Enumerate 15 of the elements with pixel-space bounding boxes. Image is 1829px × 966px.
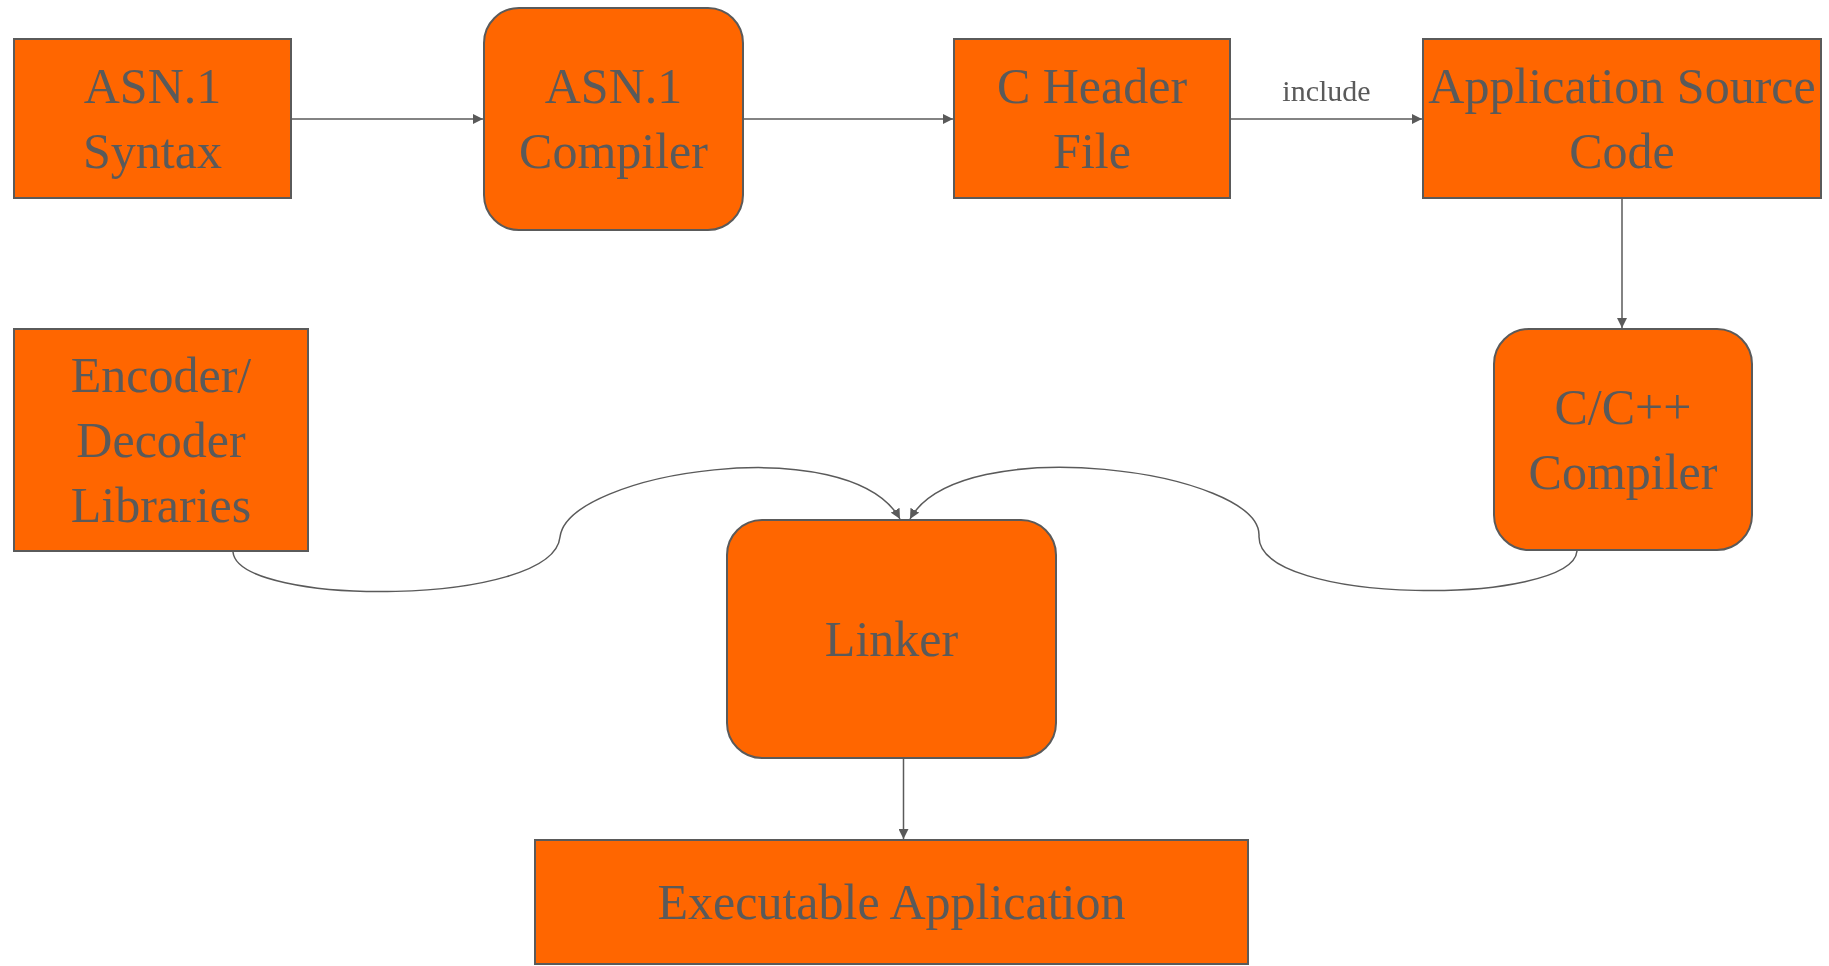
process-box: ASN.1 Compiler: [483, 7, 744, 231]
process-box: ASN.1 Syntax: [13, 38, 292, 199]
process-box: Linker: [726, 519, 1057, 759]
arrow: [232, 467, 901, 593]
arrow: [1617, 198, 1627, 329]
arrow: [743, 114, 954, 124]
arrow: [291, 114, 484, 124]
arrow: [898, 758, 909, 840]
process-box: Application Source Code: [1422, 38, 1822, 199]
arrow: [909, 466, 1578, 592]
process-box: C/C++ Compiler: [1493, 328, 1753, 551]
process-box: Executable Application: [534, 839, 1249, 965]
process-box: Encoder/ Decoder Libraries: [13, 328, 309, 552]
process-box: C Header File: [953, 38, 1231, 199]
arrow: [1230, 114, 1423, 124]
